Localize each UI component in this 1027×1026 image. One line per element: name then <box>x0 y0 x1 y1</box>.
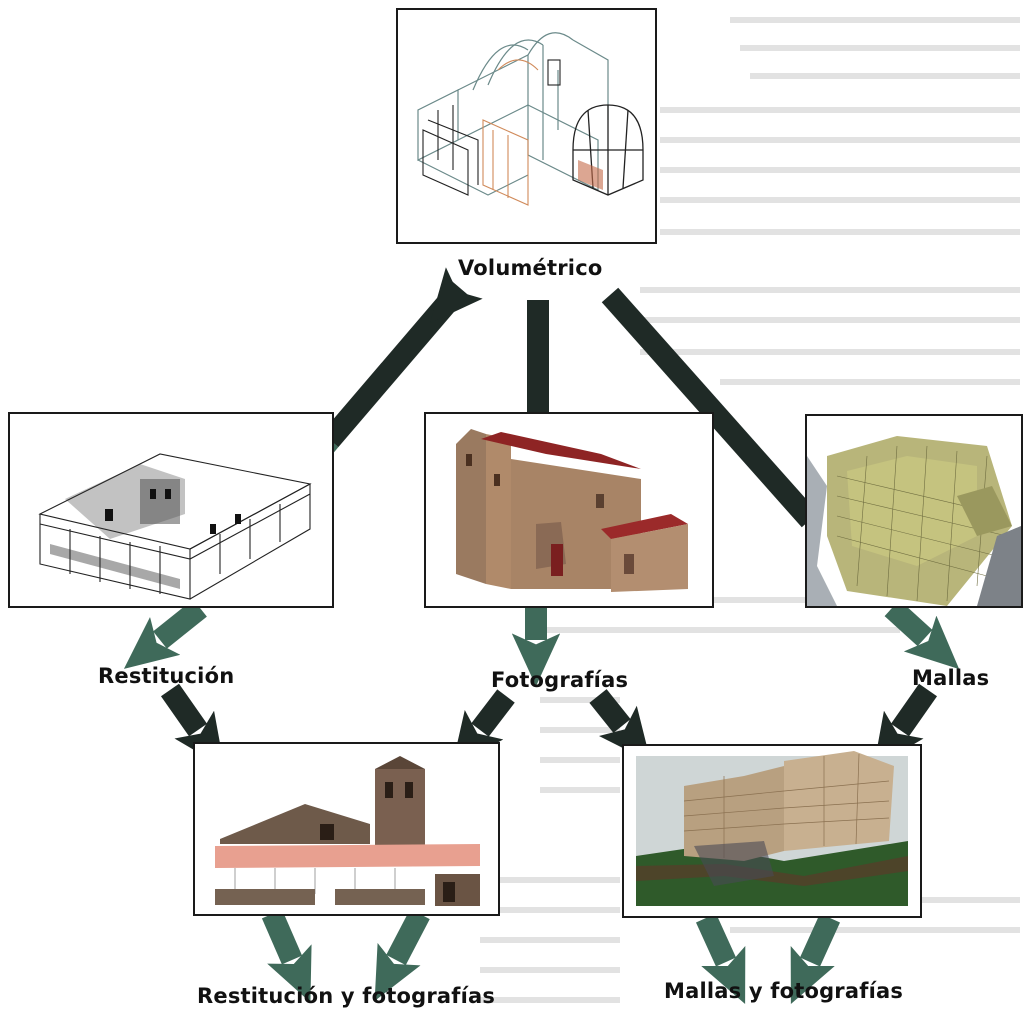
restitucion-image <box>8 412 334 608</box>
restitucion-label: Restitución <box>98 664 234 688</box>
arrow-combo2-left <box>706 918 726 962</box>
arrow-mallas-combo <box>900 690 928 730</box>
mallas-image <box>805 414 1023 608</box>
fotografias-label: Fotografías <box>491 668 628 692</box>
mallas-fotografias-label: Mallas y fotografías <box>664 979 903 1003</box>
mallas-label: Mallas <box>912 666 989 690</box>
arrow-fotografias-combo-left <box>480 696 506 730</box>
arrow-to-restitucion-label <box>160 608 200 640</box>
mallas-fotografias-image <box>622 744 922 918</box>
volumetrico-label: Volumétrico <box>458 256 602 280</box>
arrow-combo1-right <box>396 914 420 960</box>
fotografias-image <box>424 412 714 608</box>
arrow-combo2-right <box>810 918 830 962</box>
arrow-fotografias-combo-right <box>598 696 622 726</box>
volumetrico-image <box>396 8 657 244</box>
arrow-combo1-left <box>272 914 292 960</box>
arrow-restitucion-combo <box>170 690 198 730</box>
restitucion-fotografias-image <box>193 742 500 916</box>
restitucion-fotografias-label: Restitución y fotografías <box>197 984 495 1008</box>
arrow-to-mallas-label <box>892 608 925 638</box>
